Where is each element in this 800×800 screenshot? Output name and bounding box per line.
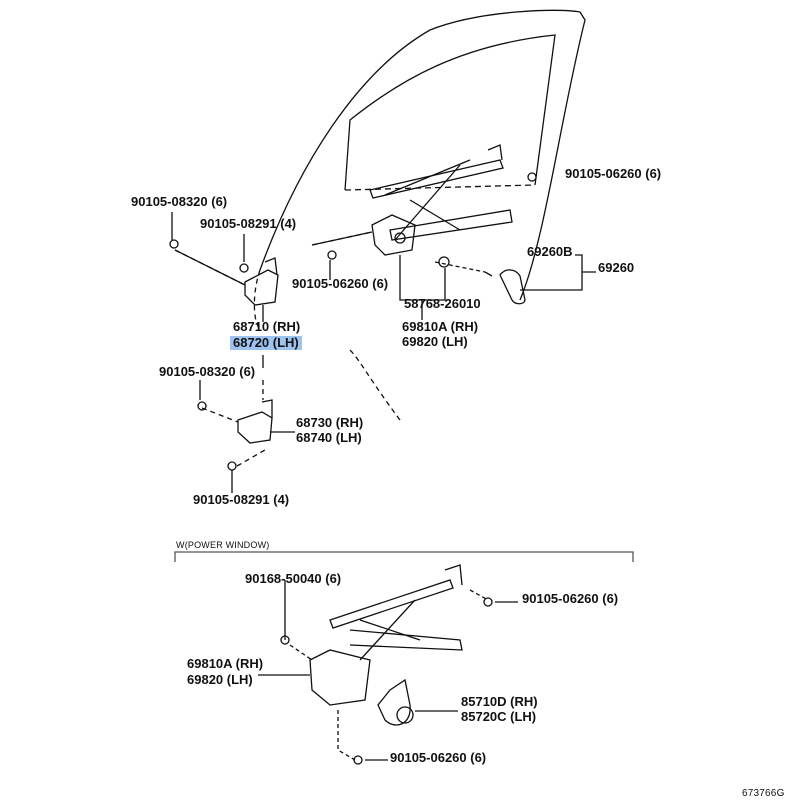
door-frame-outline: [259, 9, 586, 301]
callout-90105-06260-mid[interactable]: 90105-06260 (6): [292, 276, 389, 291]
door-frame-dashed: [253, 269, 401, 421]
callout-69260[interactable]: 69260: [598, 260, 635, 275]
callout-68740-lh[interactable]: 68740 (LH): [296, 430, 362, 445]
callout-90105-08320[interactable]: 90105-08320 (6): [131, 194, 228, 209]
section-bracket: [174, 551, 634, 562]
callout-90105-08291[interactable]: 90105-08291 (4): [200, 216, 297, 231]
upper-hinge: [244, 257, 279, 306]
window-glass: [344, 34, 556, 191]
callout-90105-06260[interactable]: 90105-06260 (6): [565, 166, 662, 181]
callout-69810a-rh[interactable]: 69810A (RH): [402, 319, 479, 334]
callout-pw-69820-lh[interactable]: 69820 (LH): [187, 672, 253, 687]
diagram-code: 673766G: [742, 788, 785, 799]
callout-68710-rh[interactable]: 68710 (RH): [233, 319, 301, 334]
callout-pw-90105-06260-bottom[interactable]: 90105-06260 (6): [390, 750, 487, 765]
callout-85720c-lh[interactable]: 85720C (LH): [461, 709, 537, 724]
callout-pw-69810a-rh[interactable]: 69810A (RH): [187, 656, 264, 671]
callout-pw-90105-06260-right[interactable]: 90105-06260 (6): [522, 591, 619, 606]
callout-90105-08291-lower[interactable]: 90105-08291 (4): [193, 492, 290, 507]
section-title-power-window: W(POWER WINDOW): [176, 540, 270, 550]
window-regulator-manual: [369, 144, 513, 268]
callout-68730-rh[interactable]: 68730 (RH): [296, 415, 364, 430]
callout-85710d-rh[interactable]: 85710D (RH): [461, 694, 538, 709]
window-handle: [484, 269, 526, 305]
callout-90105-08320-lower[interactable]: 90105-08320 (6): [159, 364, 256, 379]
bolts: [169, 172, 537, 765]
window-regulator-power: [309, 564, 463, 726]
callout-58768-26010[interactable]: 58768-26010: [404, 296, 481, 311]
callout-69820-lh[interactable]: 69820 (LH): [402, 334, 468, 349]
callout-68720-lh-highlighted[interactable]: 68720 (LH): [230, 336, 302, 350]
callout-90168-50040[interactable]: 90168-50040 (6): [245, 571, 342, 586]
lower-hinge: [237, 399, 273, 444]
callout-69260b[interactable]: 69260B: [527, 244, 573, 259]
